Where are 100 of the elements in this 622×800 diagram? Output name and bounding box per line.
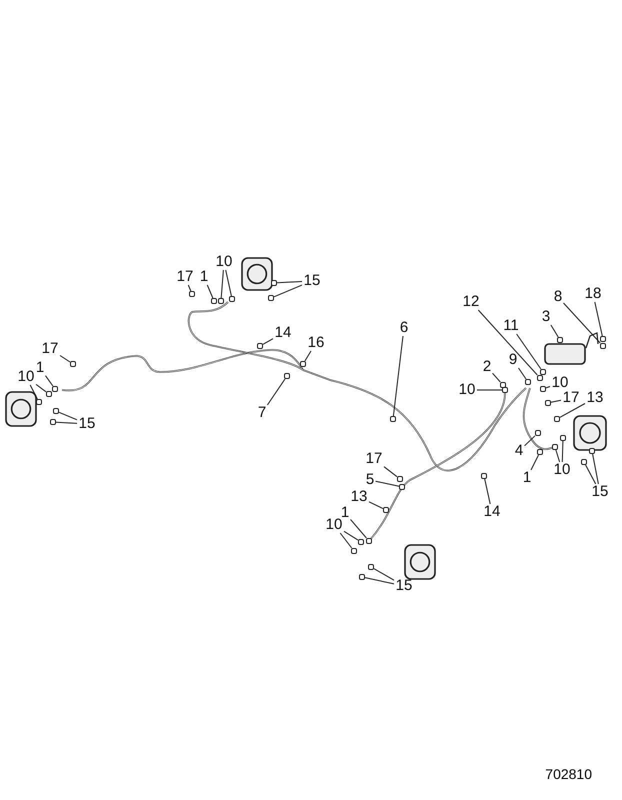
leader-line	[518, 368, 526, 380]
fitting-drawing	[36, 399, 42, 405]
callout-number: 1	[198, 269, 210, 285]
leader-line	[206, 284, 214, 298]
callout-number: 4	[514, 443, 524, 459]
leader-line	[350, 518, 367, 538]
callout-number: 3	[540, 309, 552, 325]
callout-number: 10	[457, 382, 477, 398]
leader-line	[550, 400, 562, 403]
fitting-drawing	[359, 574, 365, 580]
fitting-drawing	[229, 296, 235, 302]
leader-line	[375, 480, 400, 487]
leader-line	[60, 355, 70, 362]
fitting-drawing	[50, 419, 56, 425]
fitting-drawing	[257, 343, 263, 349]
fitting-drawing	[52, 386, 58, 392]
fitting-drawing	[366, 538, 372, 544]
fitting-drawing	[600, 336, 606, 342]
fitting-drawing	[53, 408, 59, 414]
leader-line	[58, 412, 78, 420]
callout-number: 11	[501, 318, 521, 334]
leader-line	[36, 384, 46, 392]
fitting-drawing	[560, 435, 566, 441]
leader-line	[560, 403, 586, 418]
leader-line	[384, 466, 398, 478]
fitting-drawing	[268, 295, 274, 301]
leader-line	[220, 270, 224, 298]
leader-line	[368, 501, 384, 510]
leader-line	[374, 568, 394, 581]
fitting-drawing	[537, 375, 543, 381]
leader-line	[188, 284, 192, 292]
fitting-drawing	[218, 298, 224, 304]
fitting-drawing	[351, 548, 357, 554]
callout-number: 10	[552, 462, 572, 478]
callout-number: 15	[590, 484, 610, 500]
callout-number: 7	[256, 405, 268, 421]
leader-line	[392, 336, 404, 416]
fitting-drawing	[540, 369, 546, 375]
leader-line	[340, 532, 352, 548]
callout-number: 17	[364, 451, 384, 467]
leader-line	[492, 372, 501, 382]
leader-line	[585, 464, 596, 484]
fitting-drawing	[535, 430, 541, 436]
callout-number: 13	[585, 390, 605, 406]
callout-number: 18	[583, 286, 603, 302]
fitting-drawing	[525, 379, 531, 385]
fitting-drawing	[70, 361, 76, 367]
leader-line	[266, 378, 286, 406]
leader-line	[364, 577, 394, 584]
leader-line	[262, 338, 274, 345]
callout-number: 17	[561, 390, 581, 406]
callout-number: 10	[550, 375, 570, 391]
callout-number: 10	[214, 254, 234, 270]
fitting-drawing	[481, 473, 487, 479]
callout-number: 1	[34, 360, 46, 376]
callout-number: 14	[273, 325, 293, 341]
fitting-drawing	[397, 476, 403, 482]
leader-line	[562, 440, 564, 462]
leader-line	[45, 375, 54, 386]
leader-line	[563, 302, 601, 344]
fitting-drawing	[537, 449, 543, 455]
leader-line	[550, 324, 559, 338]
figure-number: 702810	[545, 766, 592, 782]
leader-line	[274, 284, 302, 298]
leader-line	[30, 384, 38, 400]
callout-number: 13	[349, 489, 369, 505]
fitting-drawing	[390, 416, 396, 422]
callout-number: 17	[40, 341, 60, 357]
callout-number: 2	[482, 359, 492, 375]
callout-number: 1	[522, 470, 532, 486]
callout-number: 14	[482, 504, 502, 520]
fitting-drawing	[552, 444, 558, 450]
fitting-drawing	[554, 416, 560, 422]
fitting-drawing	[358, 539, 364, 545]
leader-line	[484, 478, 491, 504]
fitting-drawing	[399, 484, 405, 490]
callout-number: 9	[508, 352, 518, 368]
leader-line	[516, 334, 542, 370]
callout-number: 15	[302, 273, 322, 289]
callout-number: 16	[306, 335, 326, 351]
callout-number: 5	[364, 472, 376, 488]
leader-line	[546, 386, 550, 388]
leader-line	[555, 450, 560, 462]
leader-line	[56, 422, 78, 424]
fitting-drawing	[189, 291, 195, 297]
callout-number: 8	[552, 289, 564, 305]
leader-line	[478, 310, 538, 376]
fitting-drawing	[300, 361, 306, 367]
leader-line	[524, 435, 536, 446]
callout-number: 15	[77, 416, 97, 432]
callout-number: 15	[394, 578, 414, 594]
fitting-drawing	[545, 400, 551, 406]
leader-line	[304, 350, 312, 362]
fitting-drawing	[271, 280, 277, 286]
callout-number: 17	[175, 269, 195, 285]
callout-number: 12	[461, 294, 481, 310]
fitting-drawing	[589, 448, 595, 454]
fitting-drawing	[284, 373, 290, 379]
fitting-drawing	[502, 387, 508, 393]
fitting-drawing	[540, 386, 546, 392]
